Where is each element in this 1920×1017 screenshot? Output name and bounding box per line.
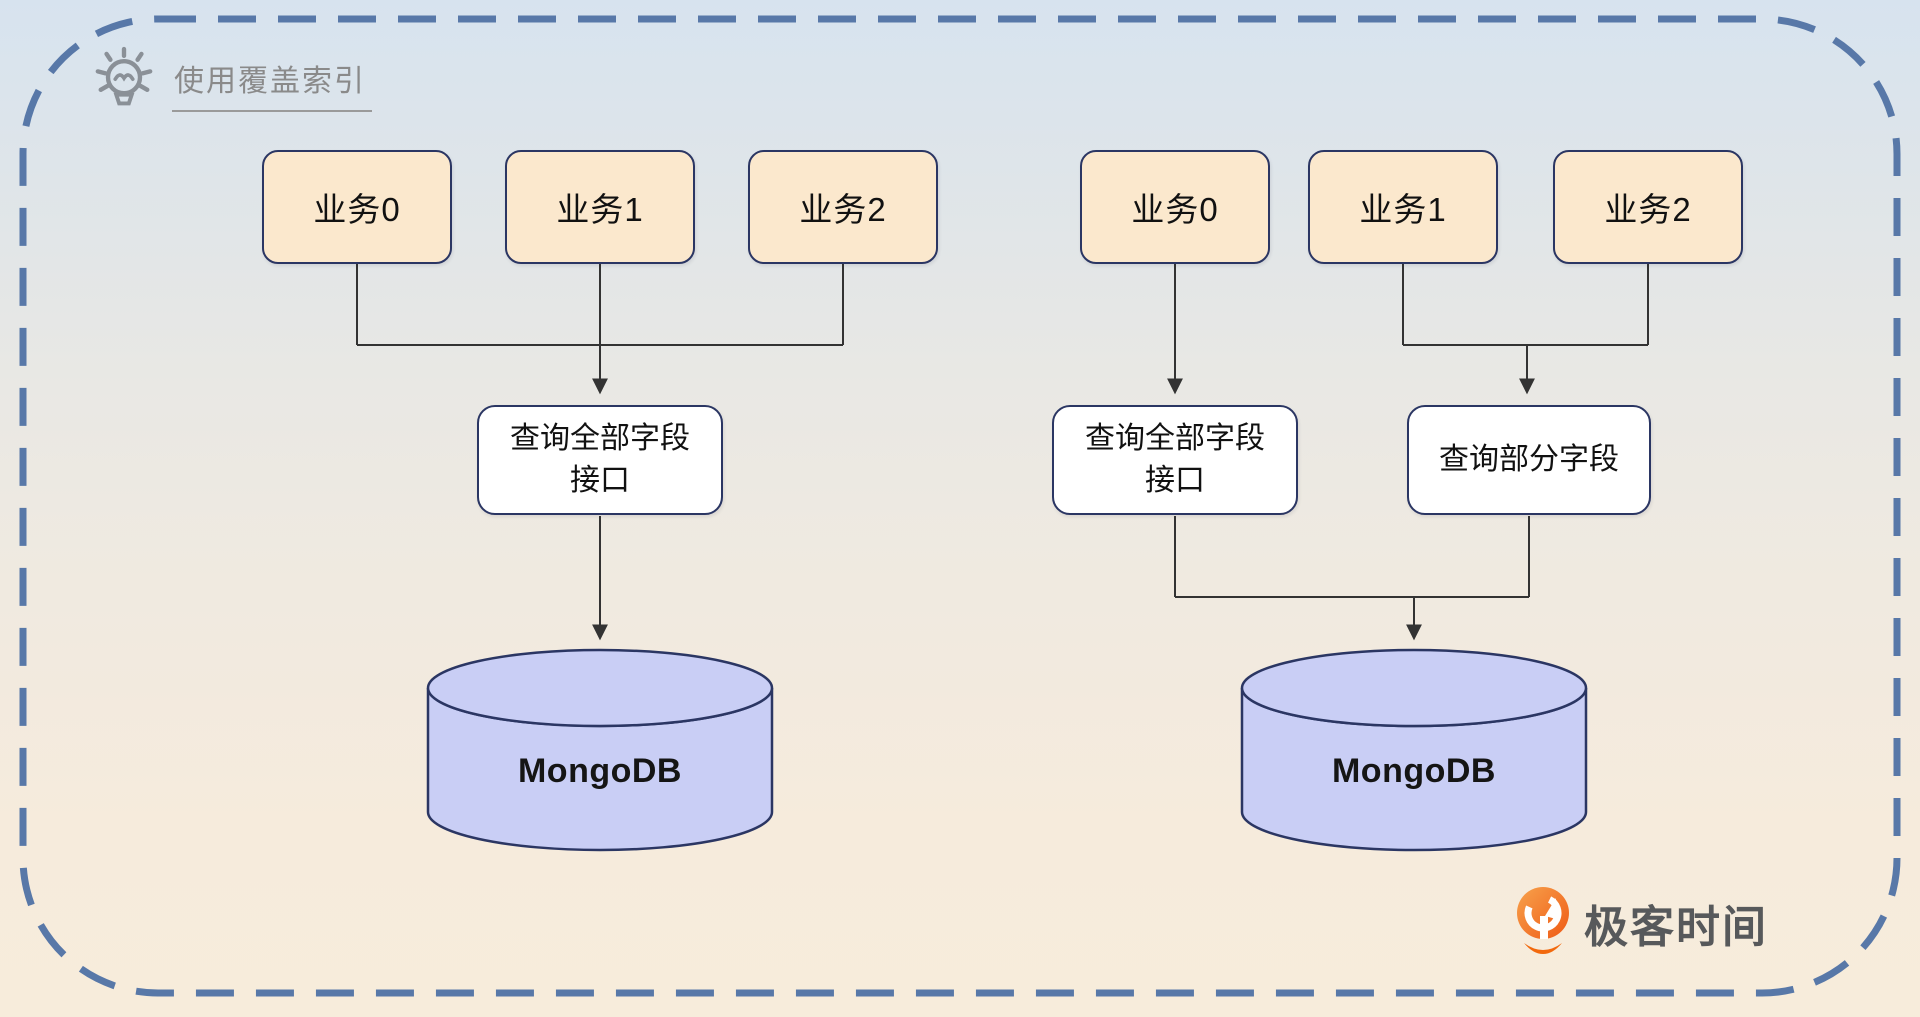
right-service-2-label: 业务2 [1604,191,1692,228]
right-database-label: MongoDB [1331,752,1496,790]
right-query-all-line1: 查询全部字段 [1085,422,1265,455]
left-query-all-line2: 接口 [570,464,630,497]
right-query-partial-label: 查询部分字段 [1439,443,1619,476]
left-database-cylinder [426,648,774,852]
title-text: 使用覆盖索引 [172,56,372,112]
left-service-0-label: 业务0 [313,191,401,228]
left-service-2-label: 业务2 [799,191,887,228]
right-merge-connector-top [1402,264,1649,346]
right-database-cylinder [1240,648,1588,852]
geektime-logo-text: 极客时间 [1584,903,1768,952]
right-service-1-label: 业务1 [1359,191,1447,228]
left-service-1-box: 业务1 [505,150,695,264]
left-query-all-line1: 查询全部字段 [510,422,690,455]
slide-title: 使用覆盖索引 [92,44,372,124]
left-database-label: MongoDB [517,752,682,790]
left-service-2-box: 业务2 [748,150,938,264]
right-query-partial-fields-box: 查询部分字段 [1407,405,1651,515]
lightbulb-icon [95,46,153,106]
geektime-logo: 极客时间 [1516,886,1768,960]
right-query-all-fields-box: 查询全部字段 接口 [1052,405,1298,515]
right-service-0-label: 业务0 [1131,191,1219,228]
right-query-all-line2: 接口 [1145,464,1205,497]
right-merge-connector-bottom [1174,516,1530,598]
left-query-all-fields-box: 查询全部字段 接口 [477,405,723,515]
dashed-frame-border [19,15,1901,997]
right-service-2-box: 业务2 [1553,150,1743,264]
geektime-logo-icon [1517,887,1569,954]
left-service-1-label: 业务1 [556,191,644,228]
right-service-1-box: 业务1 [1308,150,1498,264]
right-service-0-box: 业务0 [1080,150,1270,264]
left-service-0-box: 业务0 [262,150,452,264]
